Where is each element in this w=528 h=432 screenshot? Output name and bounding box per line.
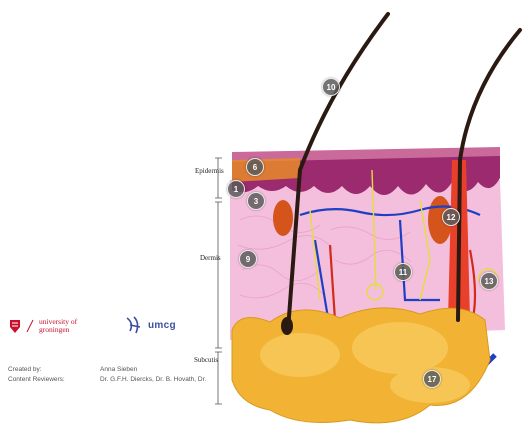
- gland-left: [273, 200, 293, 236]
- rug-crest-icon: [8, 318, 22, 334]
- epidermis-side-face: [232, 158, 300, 182]
- reviewers-label: Content Reviewers:: [8, 376, 100, 383]
- label-subcutis: Subcutis: [194, 357, 218, 364]
- reviewers-value: Dr. G.F.H. Diercks, Dr. B. Hovath, Dr.: [100, 376, 206, 383]
- hotspot-3[interactable]: 3: [247, 192, 265, 210]
- created-by-row: Created by:Anna Sieben: [8, 366, 137, 373]
- hotspot-9[interactable]: 9: [239, 250, 257, 268]
- rug-name-line2: groningen: [39, 326, 77, 334]
- hair-bulb-left: [281, 317, 293, 335]
- umcg-wordmark: umcg: [148, 320, 176, 331]
- reviewers-row: Content Reviewers:Dr. G.F.H. Diercks, Dr…: [8, 376, 206, 383]
- rug-divider-icon: [25, 319, 35, 333]
- label-dermis: Dermis: [200, 255, 221, 262]
- created-by-label: Created by:: [8, 366, 100, 373]
- hotspot-11[interactable]: 11: [394, 263, 412, 281]
- layer-brackets: [215, 158, 222, 404]
- umcg-logo: umcg: [124, 315, 176, 335]
- hotspot-1[interactable]: 1: [227, 180, 245, 198]
- hotspot-17[interactable]: 17: [423, 370, 441, 388]
- hotspot-12[interactable]: 12: [442, 208, 460, 226]
- fat-lobule-2: [352, 322, 448, 374]
- created-by-value: Anna Sieben: [100, 366, 137, 373]
- label-epidermis: Epidermis: [195, 168, 224, 175]
- umcg-emblem-icon: [124, 315, 144, 335]
- hotspot-13[interactable]: 13: [480, 272, 498, 290]
- university-of-groningen-logo: university of groningen: [8, 318, 77, 334]
- hotspot-6[interactable]: 6: [246, 158, 264, 176]
- fat-lobule-1: [260, 333, 340, 377]
- hotspot-10[interactable]: 10: [322, 78, 340, 96]
